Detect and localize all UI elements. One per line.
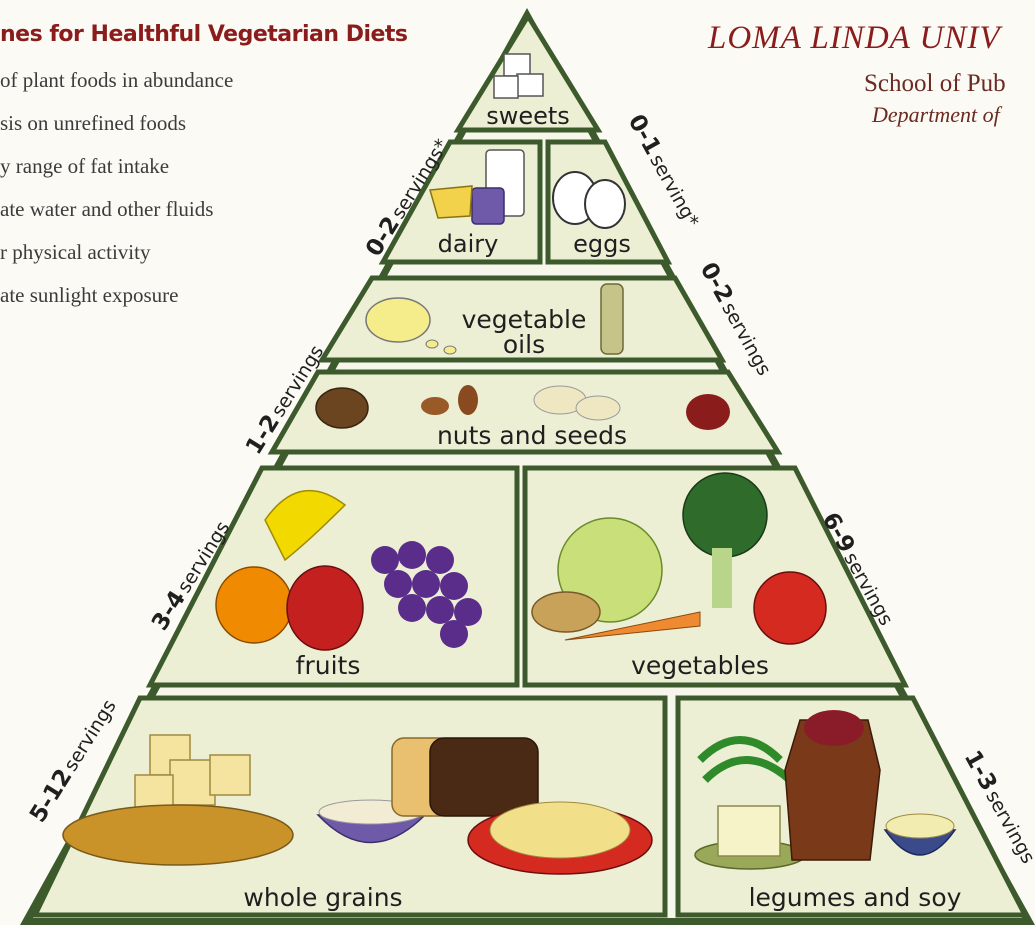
nuts-label: nuts and seeds <box>437 421 627 450</box>
oils-label-line2: oils <box>503 330 545 359</box>
eggs-label: eggs <box>573 230 631 258</box>
sweets-label: sweets <box>486 102 570 130</box>
grains-label: whole grains <box>243 883 402 912</box>
dairy-label: dairy <box>438 230 499 258</box>
vegetables-label: vegetables <box>631 651 769 680</box>
fruits-label: fruits <box>296 651 361 680</box>
legumes-label: legumes and soy <box>749 883 962 912</box>
